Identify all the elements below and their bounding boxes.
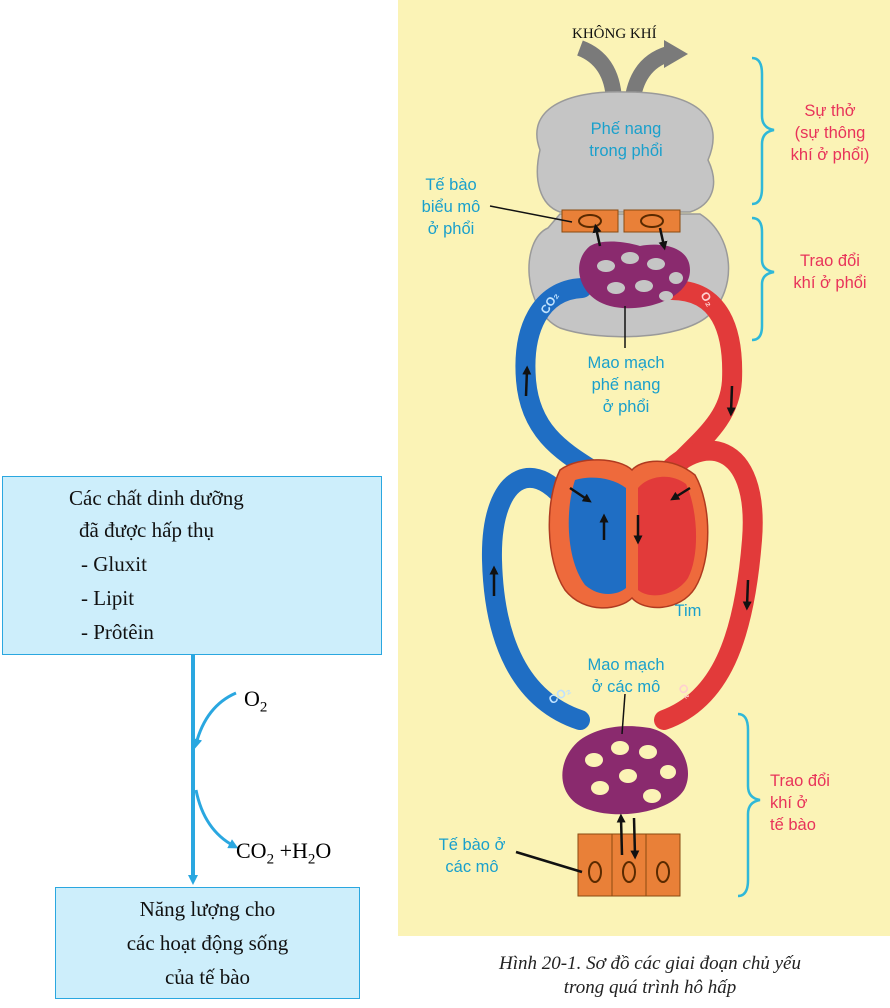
caption-line-1: Hình 20-1. Sơ đồ các giai đoạn chủ yếu [499, 953, 801, 974]
nutrients-line-1: Các chất dinh dưỡng [69, 486, 244, 510]
lung-epithelium-label: Tế bào biểu mô ở phổi [421, 176, 481, 238]
energy-line-1: Năng lượng cho [139, 897, 276, 921]
flow-arrow [742, 579, 752, 611]
systemic-vein-blue [481, 467, 590, 730]
tissue-cell [577, 833, 613, 897]
flow-arrow [630, 817, 640, 860]
alveolar-capillaries-label: Mao mạch phế nang ở phổi [587, 354, 665, 416]
figure-caption: Hình 20-1. Sơ đồ các giai đoạn chủ yếu t… [430, 952, 870, 1000]
respiration-diagram [481, 40, 775, 898]
systemic-artery-red [650, 440, 763, 730]
alveoli-lobe [536, 91, 715, 213]
stage-breathing: Sự thở (sự thông khí ở phổi) [790, 102, 870, 164]
oxygen-label: O2 [244, 686, 268, 716]
nutrient-protein: - Prôtêin [81, 620, 154, 644]
nutrient-lipit: - Lipit [81, 586, 135, 610]
brace-breathing [751, 56, 775, 206]
flow-arrow [658, 227, 668, 251]
flow-arrow [569, 486, 592, 503]
flow-arrow [592, 223, 602, 247]
oxygen-in-arrow [192, 691, 237, 749]
energy-line-2: các hoạt động sống [126, 931, 289, 955]
products-out-arrow [194, 789, 239, 849]
stage-lung-exchange: Trao đổi khí ở phổi [793, 252, 867, 292]
brace-tissue-exchange [737, 712, 761, 898]
tissue-cell [645, 833, 681, 897]
flow-arrow [726, 385, 736, 417]
lung-epithelial-cell [561, 209, 619, 233]
nutrients-line-2: đã được hấp thụ [79, 518, 215, 542]
nutrients-box: Các chất dinh dưỡng đã được hấp thụ - Gl… [2, 476, 382, 655]
energy-box: Năng lượng cho các hoạt động sống của tế… [55, 887, 360, 999]
brace-lung-exchange [751, 216, 775, 342]
energy-line-3: của tế bào [164, 965, 251, 989]
stage-tissue-exchange: Trao đổi khí ở tế bào [770, 772, 830, 834]
tissue-capillaries-label: Mao mạch ở các mô [587, 656, 665, 696]
flow-arrow [522, 365, 532, 397]
air-label: KHÔNG KHÍ [572, 26, 657, 42]
flow-arrow [616, 813, 626, 856]
metabolism-flow-arrows [188, 655, 239, 885]
tissue-cells-label: Tế bào ở các mô [438, 836, 506, 876]
heart-label: Tim [674, 602, 702, 620]
alveoli-label: Phế nang trong phổi [589, 120, 663, 160]
caption-line-2: trong quá trình hô hấp [563, 977, 737, 998]
nutrient-gluxit: - Gluxit [81, 552, 147, 576]
flow-arrow [670, 486, 691, 501]
lung-capillary-network [579, 241, 690, 309]
lung-epithelial-cell [623, 209, 681, 233]
tissue-cell [611, 833, 647, 897]
co2-water-label: CO2 +H2O [236, 838, 332, 868]
